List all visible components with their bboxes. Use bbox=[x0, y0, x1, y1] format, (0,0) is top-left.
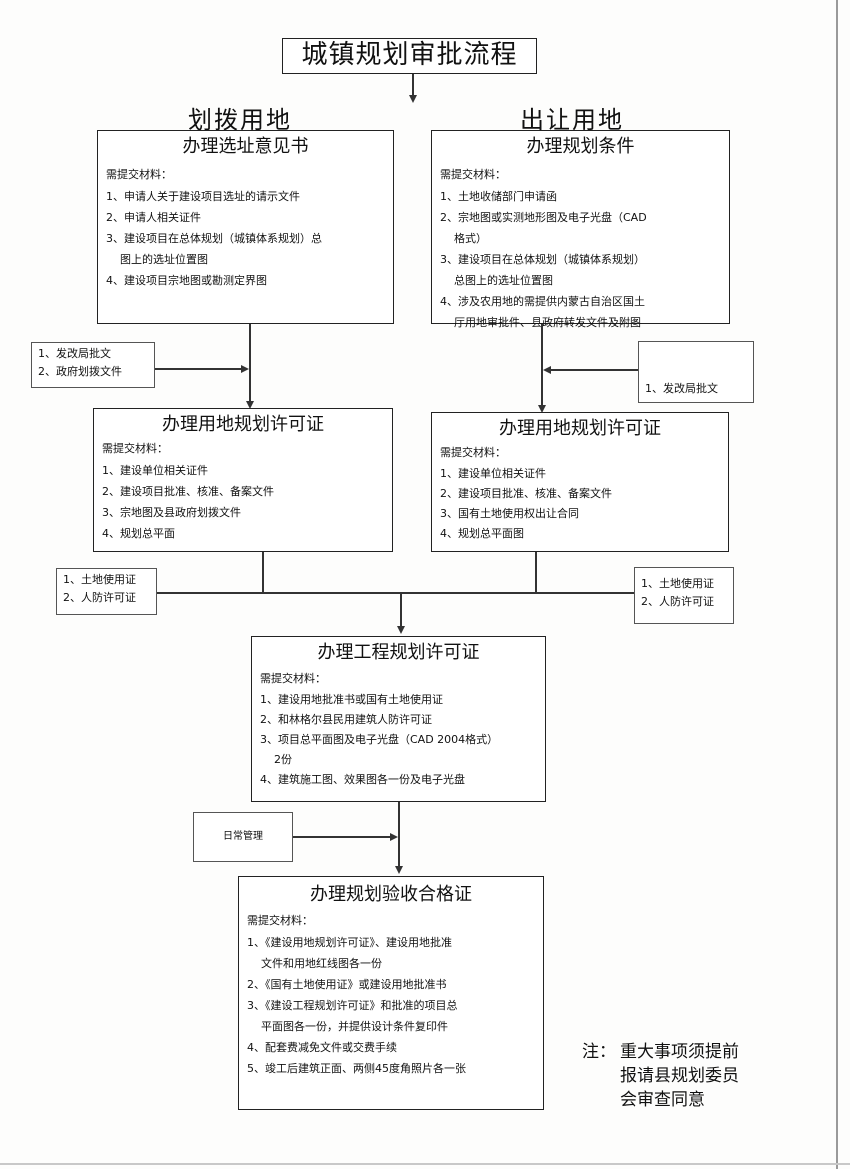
connector-line bbox=[400, 592, 402, 626]
list-item: 2、《国有土地使用证》或建设用地批准书 bbox=[247, 978, 447, 991]
arrow-down bbox=[246, 401, 254, 409]
connector-line bbox=[535, 552, 537, 592]
list-item: 4、规划总平面 bbox=[102, 527, 175, 540]
side-note-right-approvals: 1、发改局批文 2、国有土地出让 合同 bbox=[638, 341, 754, 467]
side-note-line: 1、土地使用证 bbox=[641, 577, 714, 590]
arrow-right bbox=[241, 365, 249, 373]
box-planning-conditions: 办理规划条件 需提交材料： 1、土地收储部门申请函 2、宗地图或实测地形图及电子… bbox=[431, 130, 730, 329]
side-note-line: 2、人防许可证 bbox=[63, 591, 136, 604]
box-subtitle: 需提交材料： bbox=[102, 442, 168, 455]
list-item: 4、建设项目宗地图或勘测定界图 bbox=[106, 274, 267, 287]
flowchart-title: 城镇规划审批流程 bbox=[282, 38, 537, 74]
box-subtitle: 需提交材料： bbox=[440, 168, 506, 181]
materials-list: 1、土地收储部门申请函 2、宗地图或实测地形图及电子光盘（CAD 格式） 3、建… bbox=[432, 186, 729, 333]
list-item: 2、建设项目批准、核准、备案文件 bbox=[102, 485, 274, 498]
list-item: 4、涉及农用地的需提供内蒙古自治区国土 厅用地审批件、县政府转发文件及附图 bbox=[440, 295, 645, 329]
connector-line bbox=[262, 552, 264, 592]
list-item: 4、规划总平面图 bbox=[440, 527, 524, 540]
box-subtitle: 需提交材料： bbox=[247, 914, 313, 927]
box-title: 办理规划条件 bbox=[526, 136, 635, 157]
arrow-right bbox=[390, 833, 398, 841]
connector-line bbox=[398, 802, 400, 866]
footnote-line: 重大事项须提前 bbox=[620, 1042, 739, 1062]
arrow-down bbox=[409, 95, 417, 103]
footnote: 注：重大事项须提前 报请县规划委员 会审查同意 bbox=[582, 1040, 802, 1112]
list-item: 3、建设项目在总体规划（城镇体系规划）总 图上的选址位置图 bbox=[106, 232, 322, 266]
box-title: 办理选址意见书 bbox=[182, 136, 309, 157]
arrow-left bbox=[543, 366, 551, 374]
side-note-left-approvals: 1、发改局批文 2、政府划拨文件 bbox=[31, 342, 155, 388]
connector-line bbox=[155, 368, 241, 370]
list-item: 1、土地收储部门申请函 bbox=[440, 190, 557, 203]
materials-list: 1、《建设用地规划许可证》、建设用地批准 文件和用地红线图各一份 2、《国有土地… bbox=[239, 932, 543, 1079]
materials-list: 1、建设单位相关证件 2、建设项目批准、核准、备案文件 3、宗地图及县政府划拨文… bbox=[94, 460, 392, 544]
connector-line bbox=[249, 324, 251, 402]
box-title: 办理规划验收合格证 bbox=[310, 884, 472, 905]
side-note-right-certificates: 1、土地使用证 2、人防许可证 bbox=[634, 567, 734, 624]
list-item: 2、和林格尔县民用建筑人防许可证 bbox=[260, 713, 432, 726]
column-head-allocated-land: 划拨用地 bbox=[188, 106, 292, 134]
footnote-line: 会审查同意 bbox=[620, 1090, 705, 1110]
page-edge-bottom bbox=[0, 1163, 850, 1165]
list-item: 3、国有土地使用权出让合同 bbox=[440, 507, 579, 520]
list-item: 3、宗地图及县政府划拨文件 bbox=[102, 506, 241, 519]
list-item: 1、建设单位相关证件 bbox=[102, 464, 208, 477]
list-item: 3、建设项目在总体规划（城镇体系规划） 总图上的选址位置图 bbox=[440, 253, 645, 287]
list-item: 2、建设项目批准、核准、备案文件 bbox=[440, 487, 612, 500]
arrow-down bbox=[395, 866, 403, 874]
materials-list: 1、建设单位相关证件 2、建设项目批准、核准、备案文件 3、国有土地使用权出让合… bbox=[432, 464, 728, 544]
side-note-line: 1、土地使用证 bbox=[63, 573, 136, 586]
box-title: 办理工程规划许可证 bbox=[317, 642, 480, 663]
arrow-down bbox=[397, 626, 405, 634]
box-title: 办理用地规划许可证 bbox=[162, 414, 324, 435]
footnote-label: 注： bbox=[582, 1042, 616, 1062]
connector-line bbox=[293, 836, 390, 838]
box-engineering-permit: 办理工程规划许可证 需提交材料： 1、建设用地批准书或国有土地使用证 2、和林格… bbox=[251, 636, 546, 802]
box-subtitle: 需提交材料： bbox=[440, 446, 506, 459]
connector-line bbox=[551, 369, 638, 371]
list-item: 1、建设用地批准书或国有土地使用证 bbox=[260, 693, 443, 706]
materials-list: 1、建设用地批准书或国有土地使用证 2、和林格尔县民用建筑人防许可证 3、项目总… bbox=[252, 690, 545, 790]
box-site-selection: 办理选址意见书 需提交材料： 1、申请人关于建设项目选址的请示文件 2、申请人相… bbox=[97, 130, 394, 324]
list-item: 2、申请人相关证件 bbox=[106, 211, 201, 224]
box-land-use-permit-allocated: 办理用地规划许可证 需提交材料： 1、建设单位相关证件 2、建设项目批准、核准、… bbox=[93, 408, 393, 552]
footnote-line: 报请县规划委员 bbox=[620, 1066, 739, 1086]
list-item: 1、申请人关于建设项目选址的请示文件 bbox=[106, 190, 300, 203]
arrow-down bbox=[538, 405, 546, 413]
box-land-use-permit-transferred: 办理用地规划许可证 需提交材料： 1、建设单位相关证件 2、建设项目批准、核准、… bbox=[431, 412, 729, 552]
list-item: 1、建设单位相关证件 bbox=[440, 467, 546, 480]
list-item: 5、竣工后建筑正面、两侧45度角照片各一张 bbox=[247, 1062, 466, 1075]
list-item: 2、宗地图或实测地形图及电子光盘（CAD 格式） bbox=[440, 211, 647, 245]
side-note-left-certificates: 1、土地使用证 2、人防许可证 bbox=[56, 568, 157, 615]
materials-list: 1、申请人关于建设项目选址的请示文件 2、申请人相关证件 3、建设项目在总体规划… bbox=[98, 186, 393, 291]
side-note-line: 2、人防许可证 bbox=[641, 595, 714, 608]
side-note-line: 1、发改局批文 bbox=[38, 347, 111, 360]
box-title: 办理用地规划许可证 bbox=[499, 418, 661, 439]
connector-line bbox=[412, 74, 414, 96]
side-note-line: 2、政府划拨文件 bbox=[38, 365, 122, 378]
side-note-daily-management: 日常管理 bbox=[193, 812, 293, 862]
list-item: 1、《建设用地规划许可证》、建设用地批准 文件和用地红线图各一份 bbox=[247, 936, 452, 970]
list-item: 4、配套费减免文件或交费手续 bbox=[247, 1041, 397, 1054]
column-head-transferred-land: 出让用地 bbox=[520, 106, 624, 134]
box-subtitle: 需提交材料： bbox=[260, 672, 326, 685]
page-edge-right bbox=[836, 0, 838, 1169]
list-item: 4、建筑施工图、效果图各一份及电子光盘 bbox=[260, 773, 465, 786]
box-subtitle: 需提交材料： bbox=[106, 168, 172, 181]
list-item: 3、项目总平面图及电子光盘（CAD 2004格式） 2份 bbox=[260, 733, 499, 766]
connector-line bbox=[541, 324, 543, 406]
connector-line bbox=[157, 592, 634, 594]
side-note-line: 1、发改局批文 bbox=[645, 382, 718, 395]
list-item: 3、《建设工程规划许可证》和批准的项目总 平面图各一份，并提供设计条件复印件 bbox=[247, 999, 458, 1033]
box-acceptance-certificate: 办理规划验收合格证 需提交材料： 1、《建设用地规划许可证》、建设用地批准 文件… bbox=[238, 876, 544, 1110]
